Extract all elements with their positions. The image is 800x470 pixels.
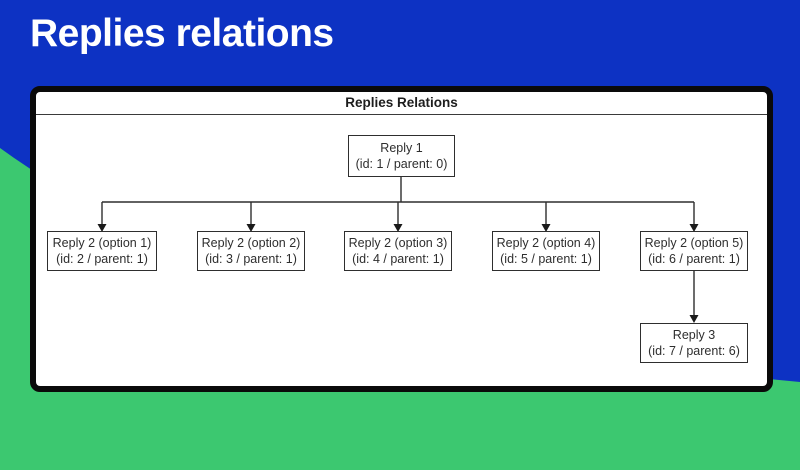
node-reply-2-option-1: Reply 2 (option 1) (id: 2 / parent: 1) (47, 231, 157, 271)
arrowhead-icon (97, 224, 107, 232)
page-title: Replies relations (30, 12, 334, 55)
node-label: Reply 2 (option 3) (348, 236, 448, 250)
arrowhead-icon (541, 224, 551, 232)
node-reply-2-option-3: Reply 2 (option 3) (id: 4 / parent: 1) (344, 231, 452, 271)
node-label: Reply 1 (380, 141, 423, 155)
node-label: Reply 2 (option 5) (644, 236, 744, 250)
node-reply-2-option-2: Reply 2 (option 2) (id: 3 / parent: 1) (197, 231, 305, 271)
diagram-title: Replies Relations (36, 92, 767, 115)
node-sublabel: (id: 7 / parent: 6) (648, 344, 740, 358)
node-reply-2-option-5: Reply 2 (option 5) (id: 6 / parent: 1) (640, 231, 748, 271)
arrowhead-icon (393, 224, 403, 232)
node-reply-3: Reply 3 (id: 7 / parent: 6) (640, 323, 748, 363)
node-reply-2-option-4: Reply 2 (option 4) (id: 5 / parent: 1) (492, 231, 600, 271)
node-reply-1: Reply 1 (id: 1 / parent: 0) (348, 135, 455, 177)
node-label: Reply 3 (672, 328, 716, 342)
arrowhead-icon (689, 315, 699, 323)
node-label: Reply 2 (option 4) (496, 236, 596, 250)
node-sublabel: (id: 6 / parent: 1) (648, 252, 740, 266)
node-label: Reply 2 (option 1) (52, 236, 152, 250)
node-sublabel: (id: 2 / parent: 1) (56, 252, 148, 266)
node-label: Reply 2 (option 2) (201, 236, 301, 250)
node-sublabel: (id: 1 / parent: 0) (355, 157, 448, 171)
node-sublabel: (id: 3 / parent: 1) (205, 252, 297, 266)
arrowhead-icon (689, 224, 699, 232)
node-sublabel: (id: 4 / parent: 1) (352, 252, 444, 266)
node-sublabel: (id: 5 / parent: 1) (500, 252, 592, 266)
arrowhead-icon (246, 224, 256, 232)
